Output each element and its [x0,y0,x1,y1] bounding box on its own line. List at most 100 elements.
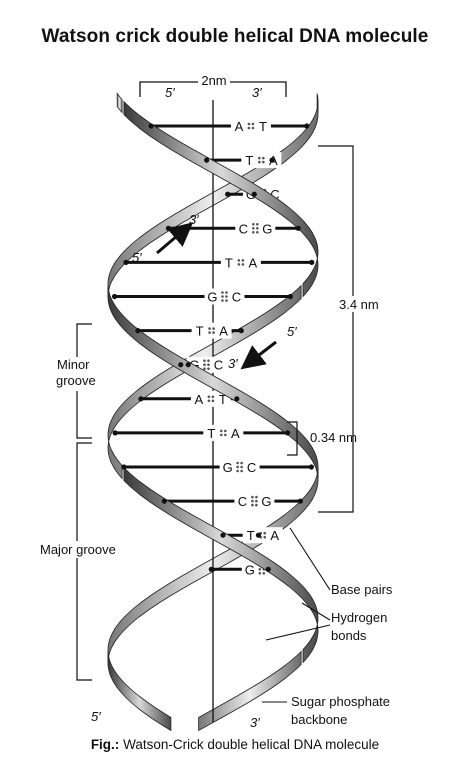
strand-b-back-segment [198,650,302,732]
base-pair-label-bg [234,493,275,510]
phosphate-dots [111,123,315,572]
phosphate-dot [111,293,118,300]
hydrogen-bond-dot [251,503,254,507]
phosphate-dot [135,328,141,334]
hydrogen-bond-dot [207,367,210,371]
hydrogen-bond-dot [255,499,258,503]
five-prime-top-label: 5′ [165,85,175,100]
base-left: G [207,290,217,305]
svg-text:5′: 5′ [287,324,297,339]
base-left: T [225,255,233,270]
base-right: G [261,494,271,509]
phosphate-dot [123,259,129,265]
svg-text:Hydrogen: Hydrogen [331,610,387,625]
phosphate-dot [269,157,275,163]
phosphate-dot [309,259,315,265]
hydrogen-bond-dot [224,433,227,437]
minor-groove-bracket: Minor groove [48,323,106,439]
five-prime-bottom-label: 5′ [91,709,101,724]
strand-b-front-segment [123,466,319,664]
caption-prefix: Fig.: [90,737,120,752]
three-prime-bottom-label: 3′ [250,715,260,730]
hydrogen-bond-dot [221,295,224,298]
base-left: T [245,153,253,168]
phosphate-dot [220,532,226,538]
hydrogen-bond-dot [237,263,241,266]
hydrogen-bond-dot [225,291,228,294]
phosphate-dot [185,362,191,368]
hydrogen-bond-dot [207,399,211,403]
hydrogen-bond-dot [237,259,241,262]
hydrogen-bond-dot [220,429,223,433]
phosphate-dot [265,566,271,572]
base-left: T [196,324,204,339]
minor-groove-label-2: groove [56,373,96,388]
major-groove-label: Major groove [40,542,116,557]
minor-groove-label-1: Minor [57,357,90,372]
base-right: T [259,119,267,134]
hydrogen-bond-dot [208,327,211,330]
hydrogen-bond-dot [263,531,267,535]
hydrogen-bond-dot [203,363,206,367]
hydrogen-bond-dot [262,156,265,160]
phosphate-dot [295,225,301,231]
hydrogen-bond-dot [225,299,228,302]
svg-text:3′: 3′ [228,356,238,371]
phosphate-dot [251,191,257,197]
hydrogen-bond-dot [236,465,239,469]
hydrogen-bonds-callout: Hydrogen bonds [265,602,387,643]
phosphate-dot [178,362,184,368]
hydrogen-bond-dot [262,160,265,164]
hydrogen-bond-dot [251,126,255,130]
base-pair-rungs: ATTAGCCGTAGCTAGCATTAGCCGTAGC [114,118,312,578]
hydrogen-bond-dot [251,499,254,503]
base-left: C [238,494,247,509]
phosphate-dot [112,430,118,436]
base-left: T [207,426,215,441]
hydrogen-bond-dot [256,223,259,226]
hydrogen-bond-dot [258,568,262,571]
svg-text:bonds: bonds [331,628,367,643]
hydrogen-bond-dot [252,227,255,230]
phosphate-dot [204,157,210,163]
base-left: A [195,392,204,407]
hydrogen-bond-dot [258,160,261,164]
caption-text: Watson-Crick double helical DNA molecule [123,737,380,752]
hydrogen-bond-dot [256,227,259,230]
phosphate-dot [234,396,240,402]
svg-text:Sugar phosphate: Sugar phosphate [291,694,390,709]
rise-label: 0.34 nm [310,430,357,445]
phosphate-dot [297,498,304,504]
base-pair-label-bg [220,254,261,271]
hydrogen-bond-dot [224,429,227,433]
hydrogen-bond-dot [256,231,259,234]
hydrogen-bond-dot [203,367,206,371]
hydrogen-bond-dot [247,122,251,126]
hydrogen-bond-dot [263,535,267,539]
phosphate-dot [308,464,314,470]
hydrogen-bond-dot [203,359,206,363]
hydrogen-bond-dot [207,359,210,363]
page-title: Watson crick double helical DNA molecule [41,26,429,47]
hydrogen-bond-dot [236,461,239,465]
hydrogen-bond-dot [255,495,258,499]
base-pair-label-bg [191,322,232,339]
base-right: A [231,426,240,441]
base-pairs-callout: Base pairs [289,527,393,597]
base-left: T [247,528,255,543]
base-pair-label-bg [242,527,283,544]
base-right: C [232,290,241,305]
hydrogen-bond-dot [211,395,215,399]
hydrogen-bond-dot [221,299,224,302]
base-right: A [249,255,258,270]
base-pair-label-bg [230,118,271,134]
phosphate-dot [208,566,214,572]
strand-a-front-segment [316,93,319,113]
direction-arrow-lower: 5′ 3′ [228,324,297,371]
hydrogen-bond-dot [241,263,245,266]
strand-a-front-segment [107,285,319,479]
hydrogen-bond-dot [207,363,210,367]
hydrogen-bond-dot [211,399,215,403]
hydrogen-bond-dot [255,503,258,507]
svg-text:5′: 5′ [132,250,142,265]
